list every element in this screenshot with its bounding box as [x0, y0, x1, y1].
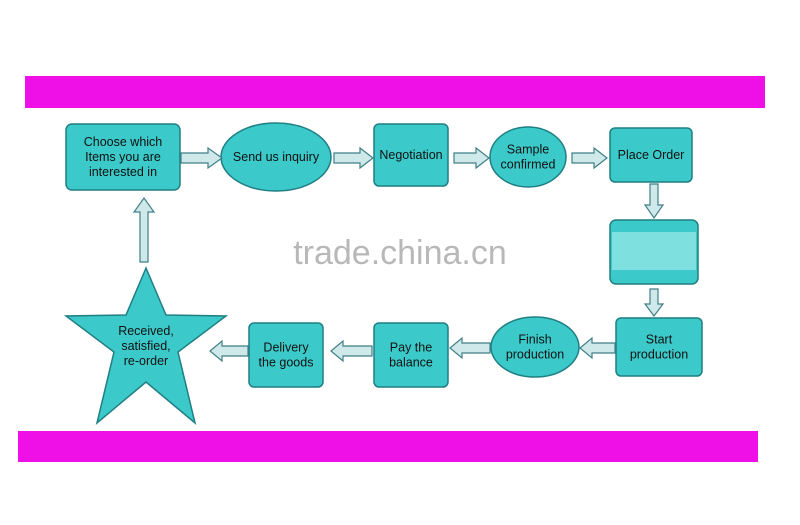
node-label-line: Received, — [118, 324, 174, 338]
arrow-finish-to-pay — [449, 336, 491, 360]
arrow-received-up — [132, 196, 156, 263]
node-label-line: re-order — [124, 354, 168, 368]
node-label-line: production — [630, 348, 688, 362]
arrow-negotiation-to-sample — [453, 146, 490, 170]
step-choose-items — [65, 123, 181, 191]
node-label-line: Delivery — [263, 341, 309, 355]
step-received-label: Received,satisfied,re-order — [118, 324, 174, 368]
step-sample-confirmed — [489, 126, 567, 188]
node-label-line: Start — [646, 333, 673, 347]
node-label-line: Negotiation — [379, 148, 442, 162]
node-label-line: interested in — [89, 165, 157, 179]
step-pay-balance — [373, 322, 449, 388]
top-banner-bar — [25, 76, 765, 108]
step-finish-production — [490, 316, 580, 378]
arrow-obscured-down — [643, 288, 665, 317]
node-label-line: satisfied, — [121, 339, 170, 353]
node-label-line: Choose which — [84, 135, 163, 149]
arrow-choose-to-inquiry — [180, 146, 224, 170]
step-send-inquiry-label: Send us inquiry — [233, 150, 320, 164]
arrow-start-to-finish — [579, 336, 616, 360]
node-label-line: Sample — [507, 143, 549, 157]
node-label-line: Place Order — [618, 148, 685, 162]
node-label-line: confirmed — [501, 158, 556, 172]
watermark-text: trade.china.cn — [293, 234, 507, 272]
arrow-delivery-to-received — [209, 339, 249, 363]
arrow-pay-to-delivery — [330, 339, 373, 363]
step-place-order-label: Place Order — [618, 148, 685, 162]
node-label-line: Items you are — [85, 150, 161, 164]
node-label-line: Finish — [518, 333, 551, 347]
node-label-line: the goods — [259, 356, 314, 370]
step-received-star — [63, 266, 229, 426]
step-negotiation-label: Negotiation — [379, 148, 442, 162]
arrow-inquiry-to-negotiation — [333, 146, 374, 170]
arrow-sample-to-order — [571, 146, 608, 170]
step-place-order — [609, 127, 693, 183]
step-delivery — [248, 322, 324, 388]
node-label-line: Send us inquiry — [233, 150, 320, 164]
step-start-production — [615, 317, 703, 377]
node-label-line: production — [506, 348, 564, 362]
bottom-banner-bar — [18, 431, 758, 462]
node-label-line: balance — [389, 356, 433, 370]
watermark-overlay-patch — [612, 232, 696, 270]
node-label-line: Pay the — [390, 341, 432, 355]
step-negotiation — [373, 123, 449, 187]
arrow-order-down — [643, 183, 665, 220]
